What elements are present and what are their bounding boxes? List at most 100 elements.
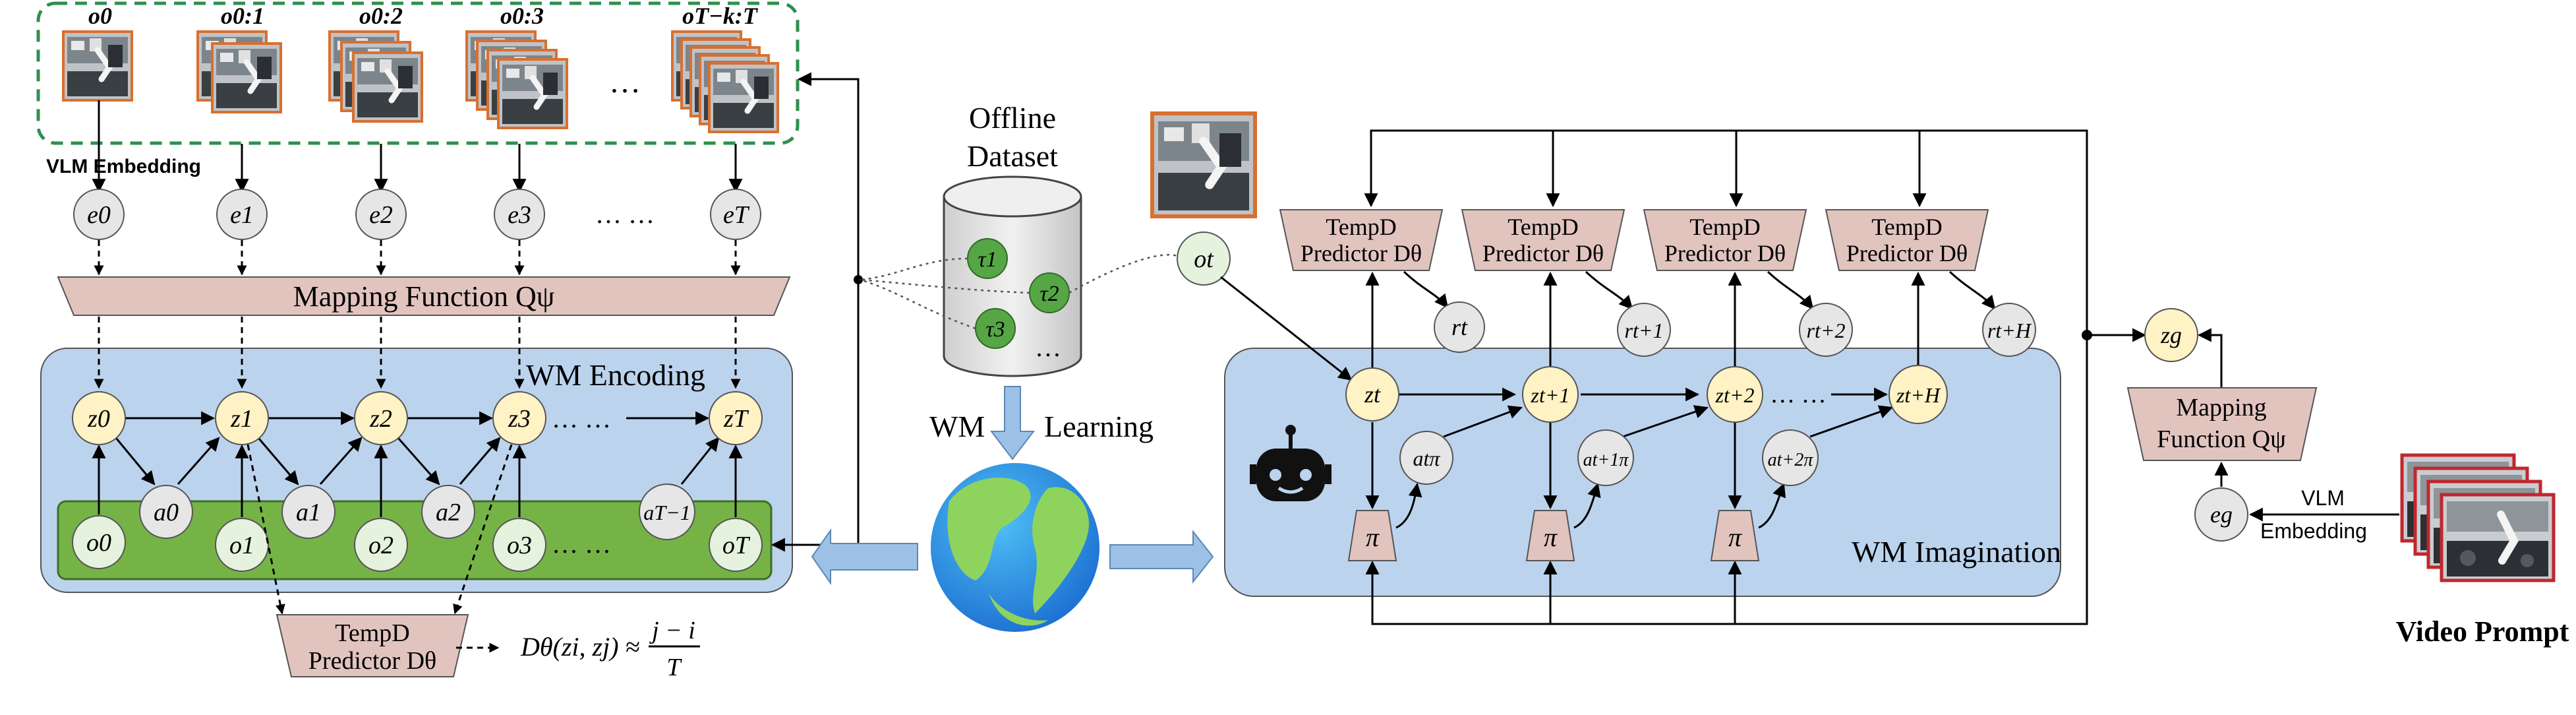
svg-text:zt+2: zt+2 xyxy=(1715,383,1755,407)
action-node-t: atπ xyxy=(1399,431,1453,485)
obs-label-3: o0:3 xyxy=(500,3,544,29)
svg-text:z0: z0 xyxy=(87,405,110,433)
learning-down-arrow xyxy=(989,386,1036,460)
o-node-3: o3 xyxy=(492,518,546,572)
svg-text:at+2π: at+2π xyxy=(1768,450,1814,470)
svg-text:zt+1: zt+1 xyxy=(1531,383,1570,407)
a-node-0: a0 xyxy=(139,485,193,539)
svg-text:a2: a2 xyxy=(436,499,461,526)
arrow-to-encoding xyxy=(811,528,918,586)
e-node-1: e1 xyxy=(216,189,268,240)
svg-text:rt: rt xyxy=(1451,314,1468,340)
action-node-t1: at+1π xyxy=(1577,429,1634,486)
svg-text:τ1: τ1 xyxy=(978,247,997,272)
svg-text:π: π xyxy=(1728,522,1742,552)
svg-text:rt+1: rt+1 xyxy=(1625,319,1664,342)
svg-text:π: π xyxy=(1544,522,1558,552)
z-imag-t1: zt+1 xyxy=(1522,366,1579,423)
z-node-1: z1 xyxy=(215,391,269,445)
svg-text:eg: eg xyxy=(2210,501,2233,528)
svg-text:o0: o0 xyxy=(86,529,111,557)
svg-text:TempD: TempD xyxy=(1508,214,1578,240)
tau-1: τ1 xyxy=(967,238,1008,279)
svg-text:oT: oT xyxy=(722,532,751,559)
e-node-T: eT xyxy=(710,189,761,240)
tau-3: τ3 xyxy=(975,308,1016,349)
svg-text:TempD: TempD xyxy=(1871,214,1942,240)
eg-node: eg xyxy=(2194,487,2248,542)
svg-text:z2: z2 xyxy=(369,405,392,433)
frame-stack-0 xyxy=(63,32,132,100)
video-prompt-label: Video Prompt xyxy=(2396,615,2569,648)
svg-text:π: π xyxy=(1366,522,1380,552)
a-node-2: a2 xyxy=(421,485,475,539)
tempd-predictor-1: TempD Predictor Dθ xyxy=(1279,209,1444,271)
r-node-t: rt xyxy=(1434,301,1485,353)
policy-pi-3: π xyxy=(1710,510,1760,561)
wm-label: WM xyxy=(929,410,985,443)
frame-stack-1 xyxy=(198,32,281,112)
ot-node: ot xyxy=(1177,232,1231,286)
z-node-2: z2 xyxy=(354,391,408,445)
z-ellipsis: … … xyxy=(552,404,611,433)
observation-group-frame xyxy=(36,1,800,145)
vlm-label-right-2: Embedding xyxy=(2260,519,2367,543)
svg-text:o3: o3 xyxy=(507,532,532,559)
svg-text:Predictor Dθ: Predictor Dθ xyxy=(308,647,436,675)
mapping-function-goal: Mapping Function Qψ xyxy=(2126,387,2318,461)
svg-text:Predictor Dθ: Predictor Dθ xyxy=(1301,240,1422,266)
svg-text:rt+2: rt+2 xyxy=(1807,319,1846,342)
svg-text:at+1π: at+1π xyxy=(1583,450,1629,470)
video-prompt-frames xyxy=(2402,455,2554,580)
z-node-T: zT xyxy=(709,391,763,445)
svg-text:ot: ot xyxy=(1194,245,1214,273)
svg-text:Predictor Dθ: Predictor Dθ xyxy=(1664,240,1786,266)
tempd-predictor-2: TempD Predictor Dθ xyxy=(1461,209,1625,271)
vlm-label-right-1: VLM xyxy=(2301,486,2345,510)
tempd-predictor-4: TempD Predictor Dθ xyxy=(1825,209,1989,271)
svg-text:TempD: TempD xyxy=(1326,214,1396,240)
robot-agent-icon xyxy=(1250,425,1332,501)
o-node-0: o0 xyxy=(72,515,126,569)
svg-text:e0: e0 xyxy=(87,201,111,229)
obs-label-0: o0 xyxy=(88,3,112,29)
obs-ellipsis: … xyxy=(609,65,641,100)
r-node-t2: rt+2 xyxy=(1799,303,1853,357)
svg-text:aT−1: aT−1 xyxy=(643,501,690,524)
imag-ellipsis: … … xyxy=(1770,381,1827,408)
tempd-formula: Dθ(zi, zj) ≈ j − i T xyxy=(520,617,700,681)
cylinder-ellipsis: … xyxy=(1035,332,1061,362)
svg-text:z1: z1 xyxy=(230,405,253,433)
e-node-2: e2 xyxy=(355,189,407,240)
svg-text:a0: a0 xyxy=(154,499,179,526)
mapping-function-bar: Mapping Function Qψ xyxy=(57,276,791,316)
svg-text:e1: e1 xyxy=(230,201,254,229)
o-node-T: oT xyxy=(709,518,763,572)
o-node-2: o2 xyxy=(354,518,408,572)
e-node-3: e3 xyxy=(494,189,545,240)
policy-pi-2: π xyxy=(1525,510,1575,561)
frame-stack-3 xyxy=(467,32,567,128)
a-node-T-1: aT−1 xyxy=(639,483,695,540)
svg-text:zT: zT xyxy=(723,405,749,433)
tau-2: τ2 xyxy=(1029,272,1070,313)
svg-text:a1: a1 xyxy=(296,499,321,526)
svg-text:Mapping Function Qψ: Mapping Function Qψ xyxy=(293,280,555,313)
svg-text:j − i: j − i xyxy=(649,617,695,644)
o-ellipsis: … … xyxy=(552,529,611,559)
tempd-predictor-3: TempD Predictor Dθ xyxy=(1643,209,1807,271)
svg-text:zt+H: zt+H xyxy=(1896,383,1941,407)
zg-node: zg xyxy=(2144,308,2198,362)
learning-label: Learning xyxy=(1044,410,1154,443)
r-node-tH: rt+H xyxy=(1982,303,2036,357)
tempd-predictor-bottom: TempD Predictor Dθ xyxy=(276,614,469,677)
frame-stack-2 xyxy=(330,32,422,121)
frame-stack-T xyxy=(672,32,778,132)
z-imag-t2: zt+2 xyxy=(1707,366,1763,423)
o-node-1: o1 xyxy=(215,518,269,572)
offline-dataset-line2: Dataset xyxy=(967,139,1058,173)
obs-label-2: o0:2 xyxy=(359,3,403,29)
e-ellipsis: … … xyxy=(595,199,655,229)
obs-label-1: o0:1 xyxy=(221,3,264,29)
